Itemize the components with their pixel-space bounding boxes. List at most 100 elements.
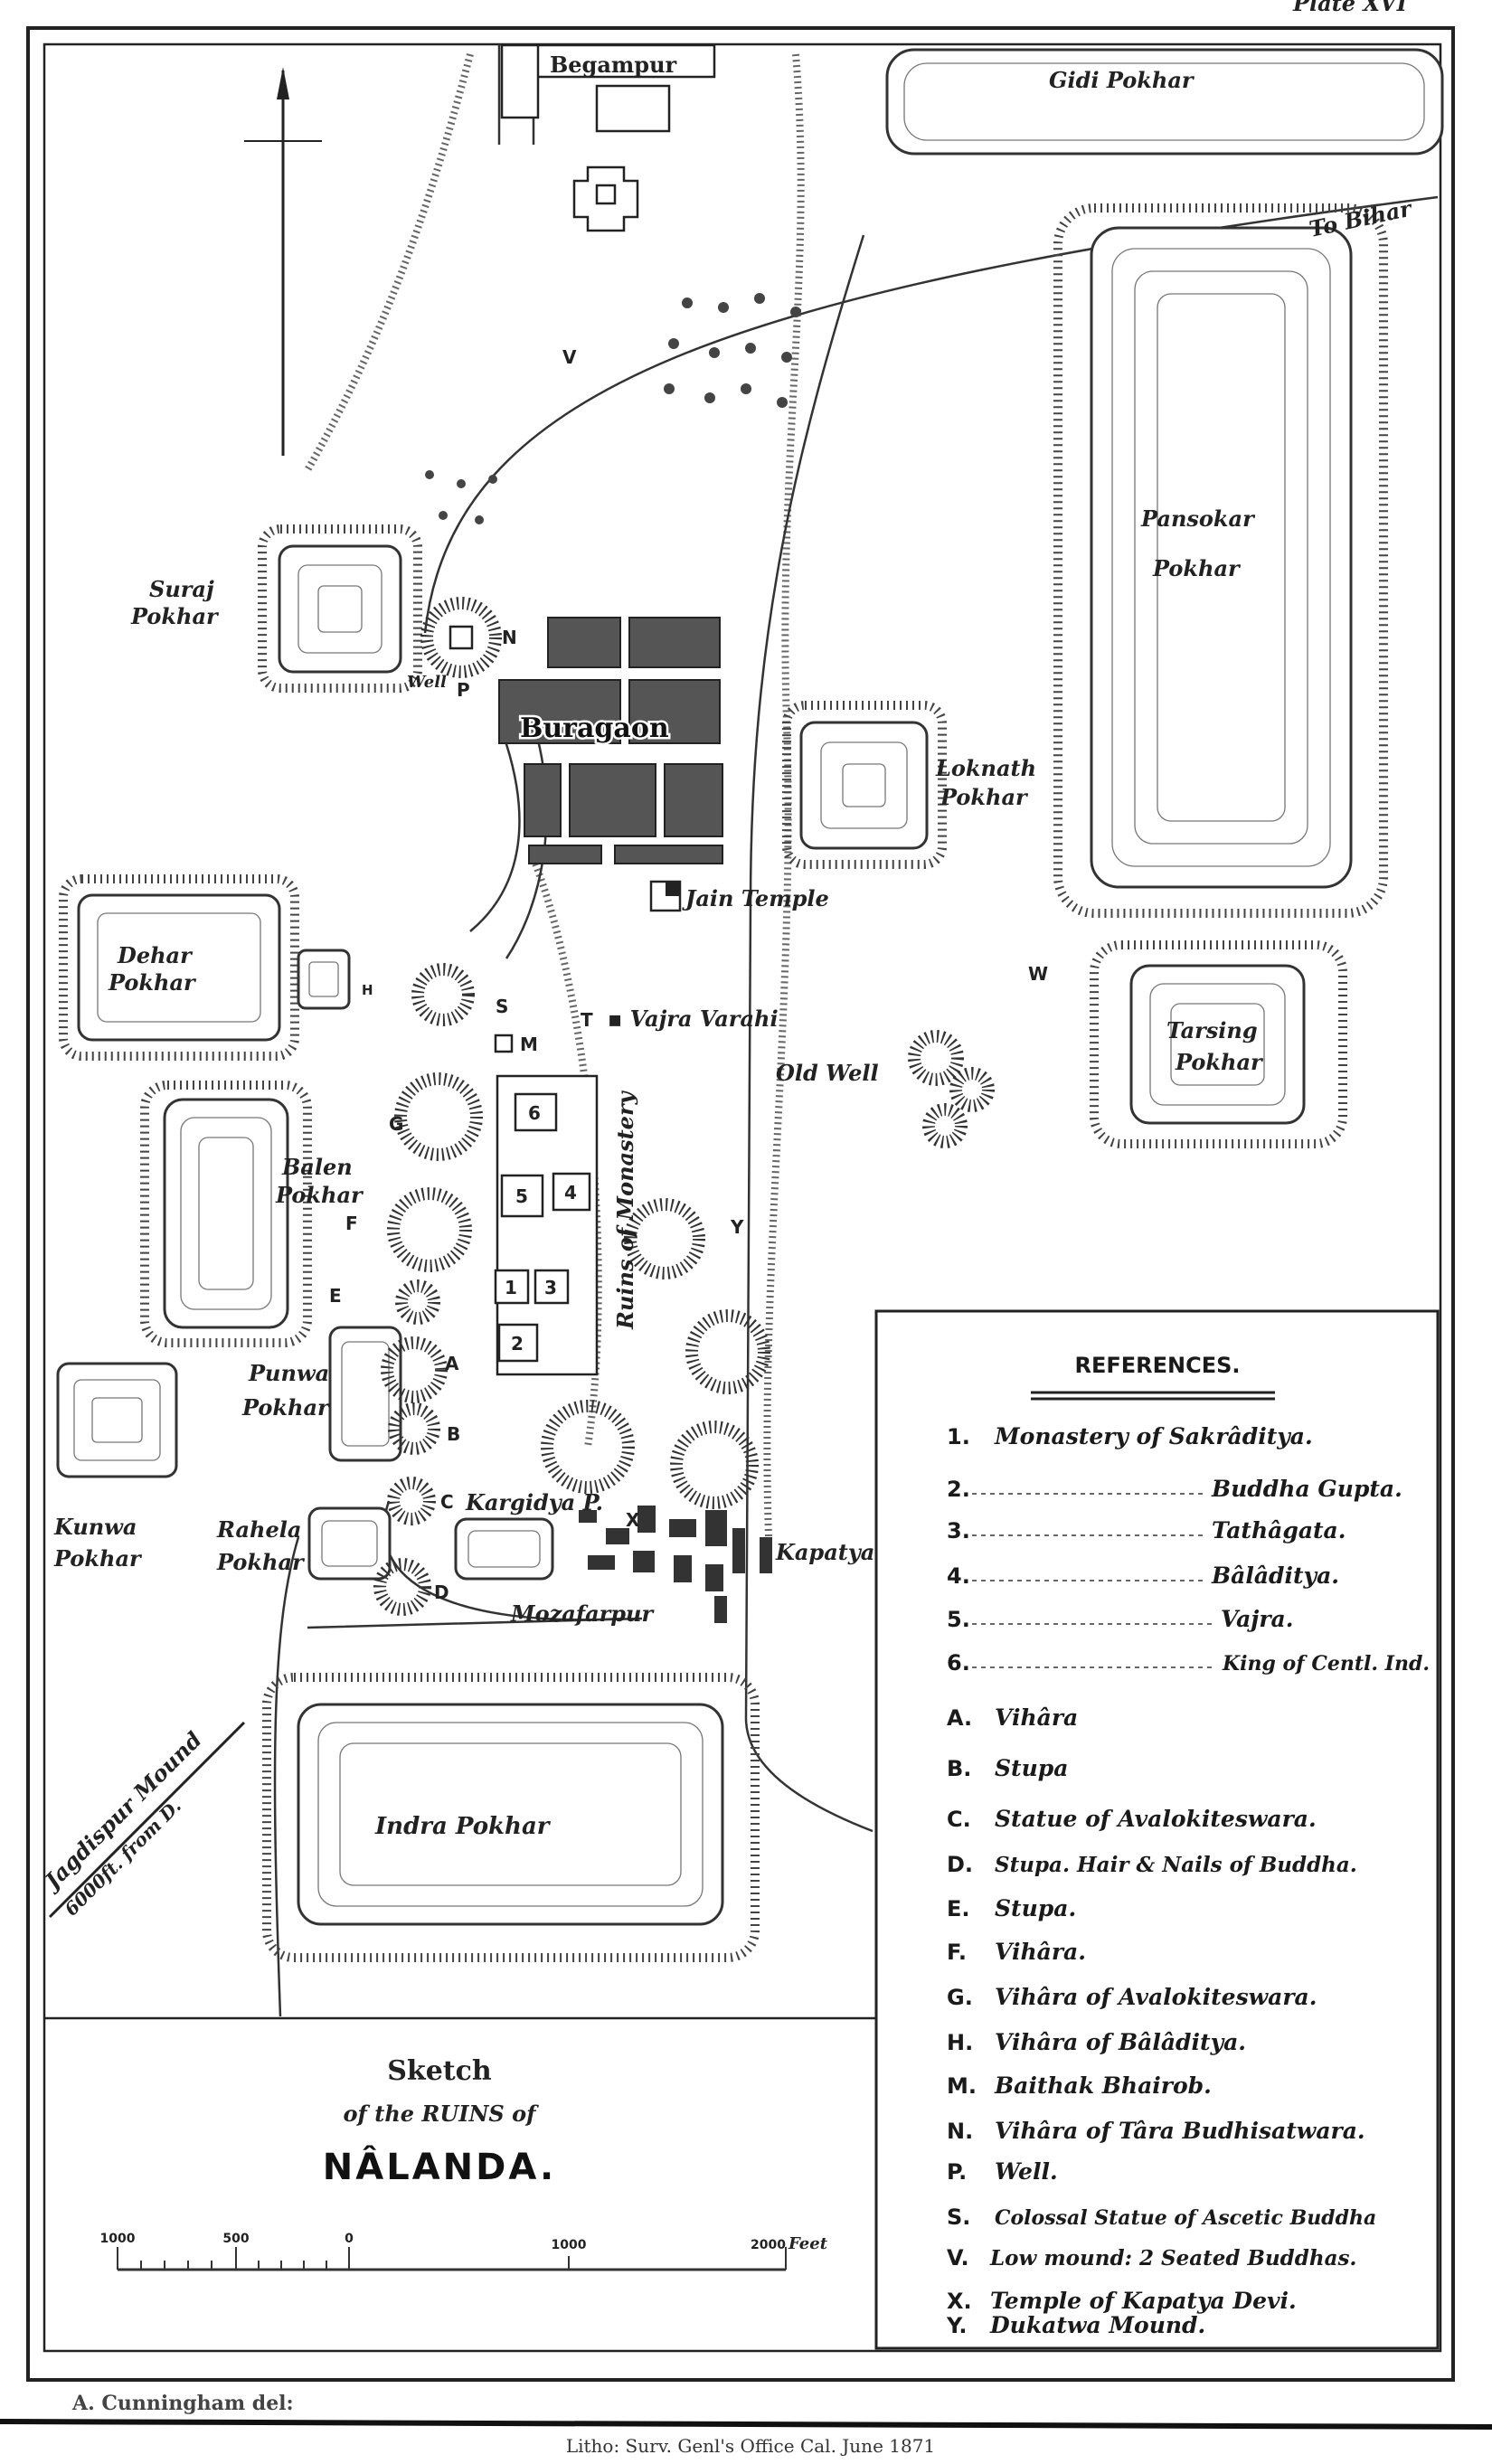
reference-text: Bâlâditya. bbox=[1211, 1562, 1339, 1589]
label-w: W bbox=[1028, 963, 1048, 985]
stream bbox=[304, 52, 474, 472]
label-x: X bbox=[626, 1509, 640, 1531]
block-number: 4 bbox=[564, 1182, 577, 1204]
block-number: 5 bbox=[515, 1185, 528, 1207]
reference-text: Statue of Avalokiteswara. bbox=[995, 1806, 1317, 1832]
label-v: V bbox=[562, 346, 577, 368]
monastery-ruins bbox=[494, 1074, 599, 1376]
pond-tarsing-pokhar bbox=[1090, 940, 1347, 1148]
reference-key: S. bbox=[947, 2204, 970, 2230]
reference-text: Vihâra bbox=[995, 1704, 1078, 1731]
scale-tick-label: 500 bbox=[222, 2232, 249, 2246]
label-pansokar-pokhar: Pokhar bbox=[1152, 555, 1242, 581]
title-of-the-ruins-of: of the RUINS of bbox=[344, 2101, 540, 2127]
label-h: H bbox=[362, 982, 373, 998]
reference-text: Well. bbox=[995, 2158, 1058, 2185]
pond-dehar-pokhar bbox=[59, 874, 299, 1061]
label-mozafarpur: Mozafarpur bbox=[510, 1600, 656, 1627]
reference-text: Vihâra of Târa Budhisatwara. bbox=[995, 2118, 1365, 2144]
label-y: Y bbox=[730, 1216, 744, 1238]
label-s: S bbox=[496, 996, 508, 1017]
title-sketch: Sketch bbox=[387, 2055, 492, 2087]
label-suraj-pokhar: Pokhar bbox=[130, 603, 220, 629]
pond-pansokar-pokhar bbox=[1053, 203, 1388, 918]
bottom-rule bbox=[0, 2419, 1492, 2430]
reference-key: 4. bbox=[947, 1563, 970, 1589]
pond-small-h bbox=[297, 949, 351, 1010]
reference-text: Stupa. bbox=[995, 1895, 1076, 1921]
label-kunwa-pokhar: Pokhar bbox=[53, 1545, 143, 1572]
block-number: 1 bbox=[505, 1277, 517, 1298]
label-e: E bbox=[329, 1285, 342, 1307]
label-rahela: Rahela bbox=[216, 1516, 301, 1543]
mound-markers bbox=[373, 597, 995, 1616]
reference-key: 6. bbox=[947, 1650, 970, 1676]
label-loknath-pokhar: Pokhar bbox=[940, 784, 1029, 810]
reference-text: Vihâra. bbox=[995, 1939, 1086, 1965]
inner-frame bbox=[42, 42, 1442, 2353]
place-label-begampur: Begampur bbox=[550, 52, 677, 78]
label-punwa-pokhar: Pokhar bbox=[241, 1394, 331, 1421]
block-number: 6 bbox=[528, 1102, 541, 1124]
pond-suraj-pokhar bbox=[258, 524, 422, 693]
label-old-well: Old Well bbox=[776, 1060, 879, 1086]
reference-key: D. bbox=[947, 1852, 973, 1877]
reference-key: 5. bbox=[947, 1607, 970, 1632]
reference-text: Monastery of Sakrâditya. bbox=[994, 1423, 1313, 1449]
reference-key: B. bbox=[947, 1756, 971, 1781]
label-balen: Balen bbox=[281, 1154, 353, 1180]
label-punwa: Punwa bbox=[248, 1360, 329, 1386]
block-number: 3 bbox=[544, 1277, 557, 1298]
jagdispur-direction-line bbox=[48, 1721, 246, 1919]
stream bbox=[763, 53, 805, 1538]
pond-gidi-pokhar bbox=[885, 48, 1444, 156]
reference-text: Colossal Statue of Ascetic Buddha bbox=[995, 2206, 1376, 2230]
label-balen-pokhar: Pokhar bbox=[275, 1182, 364, 1208]
block-numbers: 6 5 4 1 3 2 bbox=[505, 1102, 577, 1355]
label-f: F bbox=[345, 1213, 358, 1234]
tree-groves bbox=[425, 293, 801, 524]
pond-rahela-pokhar bbox=[307, 1506, 392, 1581]
label-c: C bbox=[440, 1491, 454, 1513]
references-legend: REFERENCES. 1. Monastery of Sakrâditya. … bbox=[946, 1353, 1430, 2338]
reference-key: H. bbox=[947, 2030, 973, 2055]
reference-text: Baithak Bhairob. bbox=[994, 2072, 1212, 2099]
reference-text: Low mound: 2 Seated Buddhas. bbox=[989, 2246, 1356, 2270]
label-d: D bbox=[434, 1581, 449, 1603]
pond-balen-pokhar bbox=[140, 1081, 312, 1347]
dotted-leaders bbox=[972, 1493, 1216, 1668]
label-t: T bbox=[581, 1009, 593, 1031]
label-pansokar: Pansokar bbox=[1140, 505, 1256, 532]
label-well: Well bbox=[407, 673, 447, 692]
scale-unit: Feet bbox=[788, 2234, 828, 2253]
title-nalanda: NÂLANDA. bbox=[323, 2145, 556, 2188]
pond-punwa-pokhar bbox=[328, 1326, 402, 1462]
label-a: A bbox=[445, 1353, 459, 1374]
reference-text: Buddha Gupta. bbox=[1211, 1476, 1402, 1502]
label-vajra-varahi: ▪ Vajra Varahi bbox=[608, 1005, 779, 1032]
label-buragaon: Buragaon bbox=[520, 713, 669, 744]
reference-text: King of Centl. Ind. bbox=[1222, 1652, 1430, 1676]
reference-key: 3. bbox=[947, 1518, 970, 1544]
pond-loknath-pokhar bbox=[782, 701, 947, 869]
credit-draughtsman: A. Cunningham del: bbox=[71, 2392, 294, 2415]
buragaon-village bbox=[494, 617, 723, 1053]
label-loknath: Loknath bbox=[935, 755, 1036, 781]
label-indra-pokhar: Indra Pokhar bbox=[374, 1813, 552, 1840]
scale-tick-label: 0 bbox=[345, 2232, 354, 2246]
scale-bar: 1000 500 0 1000 2000 Feet bbox=[100, 2232, 828, 2271]
scale-tick-label: 1000 bbox=[100, 2232, 136, 2246]
label-dehar: Dehar bbox=[117, 942, 194, 968]
pond-kargidya bbox=[454, 1517, 554, 1581]
north-arrow-icon bbox=[244, 67, 322, 456]
reference-key: N. bbox=[947, 2119, 973, 2144]
label-g: G bbox=[389, 1113, 403, 1135]
begampur-village bbox=[500, 43, 716, 232]
label-ruins-of-monastery: Ruins of Monastery bbox=[612, 1090, 638, 1330]
label-tarsing: Tarsing bbox=[1166, 1017, 1258, 1043]
reference-key: Y. bbox=[946, 2313, 968, 2338]
label-n: N bbox=[502, 627, 517, 648]
scale-tick-label: 2000 bbox=[751, 2238, 786, 2252]
reference-key: X. bbox=[947, 2289, 972, 2314]
